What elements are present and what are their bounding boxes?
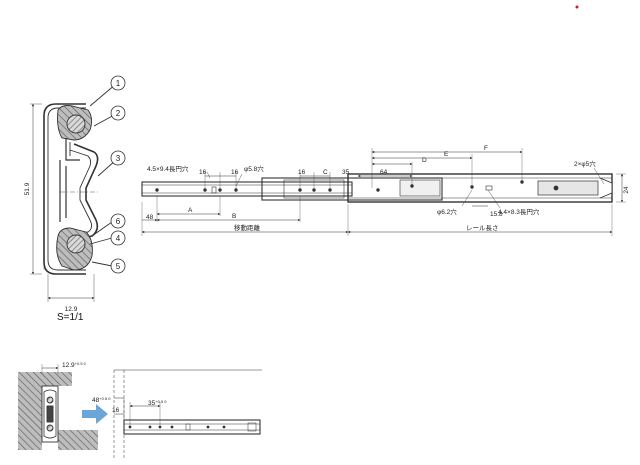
top-ball xyxy=(66,114,86,134)
dim-e: E xyxy=(444,151,449,158)
dim-d: D xyxy=(422,157,427,164)
cabinet-wall xyxy=(18,372,42,450)
callout-2: 2 xyxy=(110,105,126,121)
dim-35: 35 xyxy=(342,169,350,176)
hole-a-label: φ5.8穴 xyxy=(244,164,264,173)
callout-2-text: 2 xyxy=(116,109,121,118)
rail-length-label: レール長さ xyxy=(466,224,499,232)
install-rail xyxy=(123,419,261,435)
install-dim-48: 48+0.5 0 xyxy=(92,396,111,404)
height-24: 24 xyxy=(623,186,630,194)
install-dim-12-9-value: 12.9 xyxy=(62,362,75,369)
slot-b-label: 4.4×8.3長円穴 xyxy=(498,207,540,216)
inner-member xyxy=(73,143,99,241)
dim-f: F xyxy=(484,145,488,152)
install-dim-35-value: 35 xyxy=(148,400,156,407)
install-dim-16: 16 xyxy=(112,407,120,414)
install-dim-48-tol: +0.5 0 xyxy=(99,396,111,401)
dim-16-b: 16 xyxy=(231,169,239,176)
dim-16-a: 16 xyxy=(199,169,207,176)
callout-1: 1 xyxy=(110,75,126,91)
dim-48: 48 xyxy=(146,214,154,221)
dim-15-8: 15.8 xyxy=(490,211,503,218)
callout-3: 3 xyxy=(110,150,126,166)
cs-height-label: 51.9 xyxy=(24,182,31,195)
install-dim-12-9-tol: +0.5 0 xyxy=(75,361,87,366)
end-holes-label: 2×φ5穴 xyxy=(574,159,596,168)
dim-a: A xyxy=(188,207,193,214)
cs-width-label: 12.9 xyxy=(65,306,78,313)
callout-5-text: 5 xyxy=(116,262,121,271)
dim-64: 64 xyxy=(380,169,388,176)
dim-b: B xyxy=(232,213,236,220)
callout-4: 4 xyxy=(110,230,126,246)
travel-label: 移動距離 xyxy=(234,223,261,232)
callout-4-text: 4 xyxy=(116,234,121,243)
dim-16-c: 16 xyxy=(298,169,306,176)
slot-label: 4.5×9.4長円穴 xyxy=(147,164,189,173)
inner-member-side xyxy=(141,181,353,197)
dim-c: C xyxy=(323,169,328,176)
callout-6-text: 6 xyxy=(116,217,121,226)
install-dim-35: 35+0.5 0 xyxy=(148,399,167,407)
cross-section xyxy=(30,83,117,302)
callout-5: 5 xyxy=(110,258,126,274)
install-dim-12-9: 12.9+0.5 0 xyxy=(62,361,87,369)
scale-label: S=1/1 xyxy=(57,312,84,323)
slide-side-view xyxy=(141,148,626,236)
callout-1-text: 1 xyxy=(116,79,121,88)
corner-dot xyxy=(575,5,579,9)
bottom-ball xyxy=(66,234,86,254)
install-dim-48-value: 48 xyxy=(92,397,100,404)
install-view xyxy=(18,364,262,460)
callout-6: 6 xyxy=(110,213,126,229)
install-dim-35-tol: +0.5 0 xyxy=(155,399,167,404)
hole-b-label: φ6.2穴 xyxy=(437,207,457,216)
install-arrow xyxy=(82,404,108,424)
callout-3-text: 3 xyxy=(116,154,121,163)
